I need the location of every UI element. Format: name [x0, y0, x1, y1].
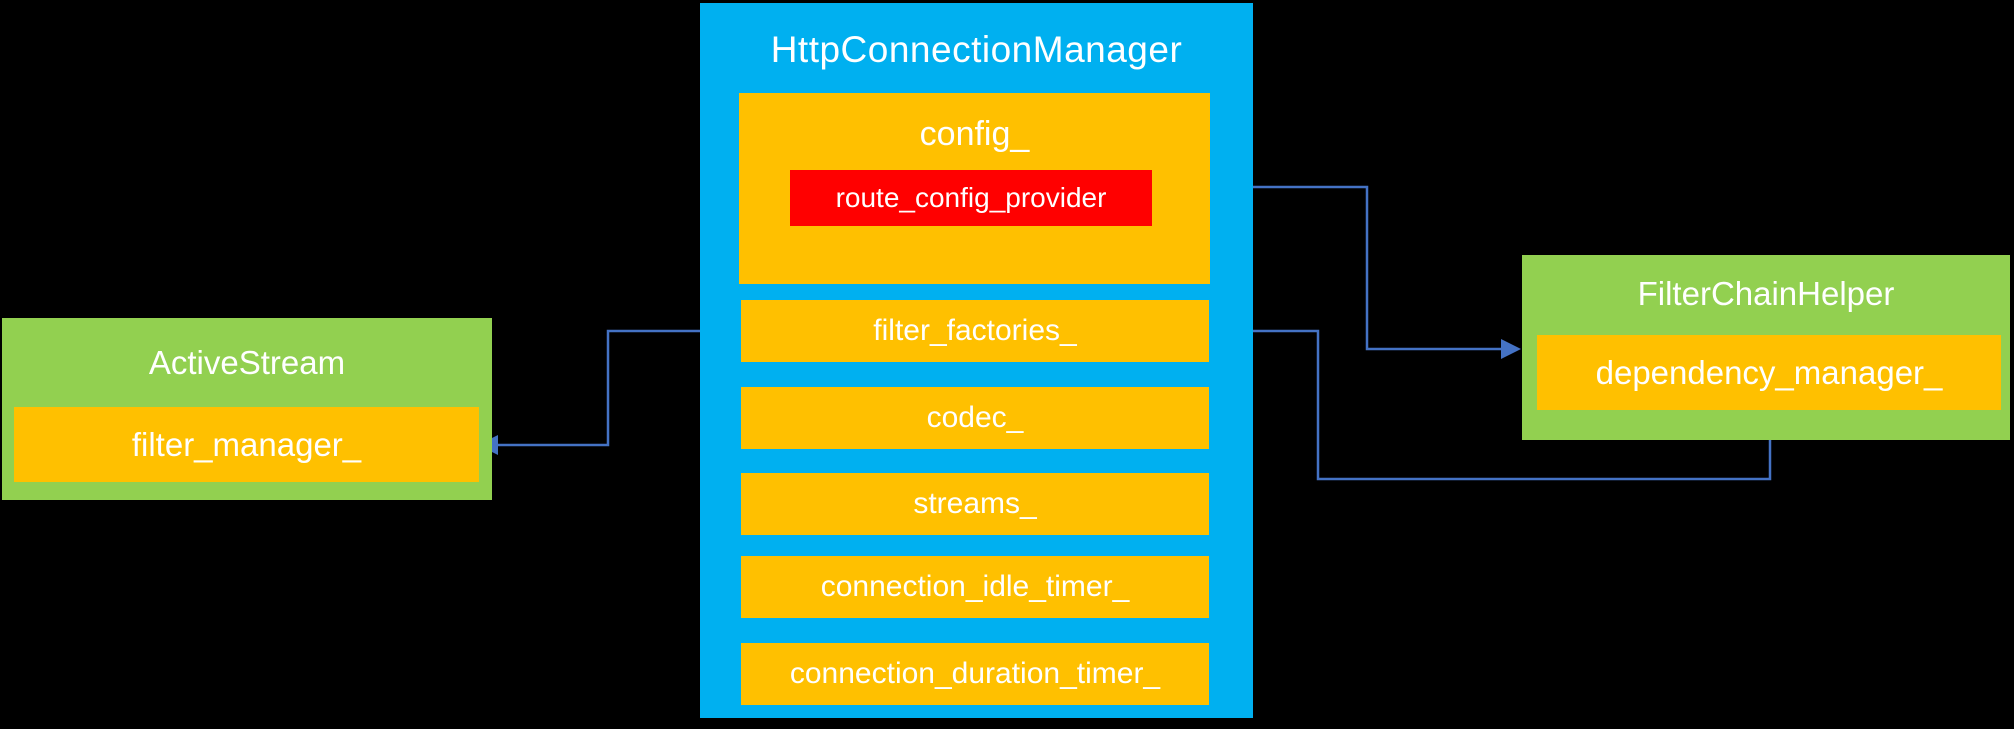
member-filter-factories: filter_factories_	[741, 300, 1209, 362]
filter-chain-helper-title: FilterChainHelper	[1637, 275, 1895, 312]
active-stream-title: ActiveStream	[148, 344, 346, 381]
member-codec: codec_	[741, 387, 1209, 449]
arrow-config-to-filterchainhelper	[1210, 185, 1503, 351]
member-connection-duration-timer: connection_duration_timer_	[741, 643, 1209, 705]
config-label: config_	[919, 115, 1030, 153]
http-connection-manager-box: HttpConnectionManager config_ route_conf…	[700, 3, 1253, 718]
arrow-filter-factories-to-filter-manager	[498, 329, 740, 447]
member-connection-idle-timer: connection_idle_timer_	[741, 556, 1209, 618]
arrow-filterchainhelper-to-filter-factories	[1232, 329, 1772, 481]
member-streams: streams_	[741, 473, 1209, 535]
active-stream-box: ActiveStream filter_manager_	[2, 318, 492, 500]
config-box: config_ route_config_provider	[739, 93, 1210, 284]
member-filter-manager: filter_manager_	[14, 407, 479, 482]
route-config-provider-box: route_config_provider	[790, 170, 1152, 226]
member-dependency-manager: dependency_manager_	[1537, 335, 2001, 410]
filter-chain-helper-box: FilterChainHelper dependency_manager_	[1522, 255, 2010, 440]
http-connection-manager-title: HttpConnectionManager	[770, 29, 1183, 70]
arrowhead-config-to-filterchainhelper	[1501, 339, 1521, 359]
